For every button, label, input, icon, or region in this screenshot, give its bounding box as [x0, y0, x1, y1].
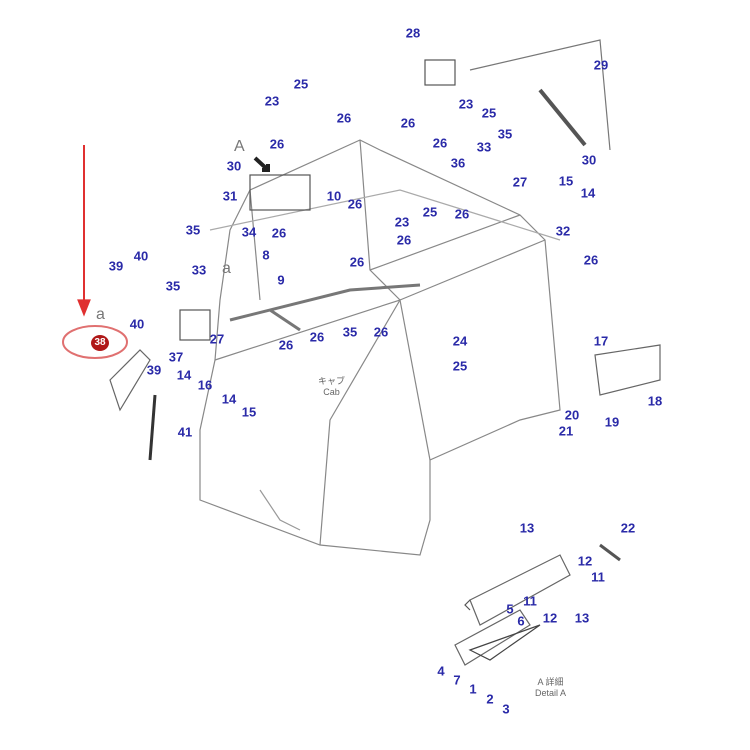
callout-25: 25 [481, 105, 497, 121]
callout-15: 15 [558, 173, 574, 189]
callout-40: 40 [129, 316, 145, 332]
callout-6: 6 [517, 613, 525, 629]
callout-40: 40 [133, 248, 149, 264]
callout-29: 29 [593, 57, 609, 73]
highlighted-part-38[interactable]: 38 [91, 335, 109, 351]
callout-27: 27 [512, 174, 528, 190]
callout-14: 14 [176, 367, 192, 383]
callout-13: 13 [519, 520, 535, 536]
callout-26: 26 [396, 232, 412, 248]
callout-22: 22 [620, 520, 636, 536]
callout-8: 8 [262, 247, 270, 263]
callout-14: 14 [580, 185, 596, 201]
callout-26: 26 [309, 329, 325, 345]
callout-21: 21 [558, 423, 574, 439]
callout-33: 33 [191, 262, 207, 278]
callout-23: 23 [264, 93, 280, 109]
callout-12: 12 [542, 610, 558, 626]
callout-26: 26 [400, 115, 416, 131]
callout-26: 26 [336, 110, 352, 126]
callout-26: 26 [454, 206, 470, 222]
callout-31: 31 [222, 188, 238, 204]
callout-13: 13 [574, 610, 590, 626]
callout-2: 2 [486, 691, 494, 707]
callout-11: 11 [591, 569, 605, 585]
callout-32: 32 [555, 223, 571, 239]
callout-19: 19 [604, 414, 620, 430]
callout-26: 26 [278, 337, 294, 353]
callout-5: 5 [506, 601, 514, 617]
callout-3: 3 [502, 701, 510, 717]
callout-11: 11 [523, 593, 537, 609]
callout-37: 37 [168, 349, 184, 365]
callout-26: 26 [373, 324, 389, 340]
callout-28: 28 [405, 25, 421, 41]
callout-26: 26 [269, 136, 285, 152]
cab-label-en: Cab [323, 387, 340, 397]
callout-26: 26 [583, 252, 599, 268]
callout-35: 35 [165, 278, 181, 294]
callout-23: 23 [458, 96, 474, 112]
callout-26: 26 [349, 254, 365, 270]
ref-mark: a [96, 306, 105, 323]
callout-23: 23 [394, 214, 410, 230]
callout-24: 24 [452, 333, 468, 349]
ref-mark: a [222, 260, 231, 277]
callout-9: 9 [277, 272, 285, 288]
callout-26: 26 [271, 225, 287, 241]
callout-36: 36 [450, 155, 466, 171]
callout-39: 39 [146, 362, 162, 378]
callout-17: 17 [593, 333, 609, 349]
callout-25: 25 [422, 204, 438, 220]
callout-27: 27 [209, 331, 225, 347]
callout-26: 26 [347, 196, 363, 212]
cab-label-jp: キャブ [318, 376, 346, 386]
callout-18: 18 [647, 393, 663, 409]
callout-4: 4 [437, 663, 445, 679]
callout-35: 35 [342, 324, 358, 340]
callout-25: 25 [452, 358, 468, 374]
callout-30: 30 [581, 152, 597, 168]
callout-14: 14 [221, 391, 237, 407]
callout-39: 39 [108, 258, 124, 274]
callout-16: 16 [197, 377, 213, 393]
callout-41: 41 [177, 424, 193, 440]
callout-35: 35 [497, 126, 513, 142]
callout-15: 15 [241, 404, 257, 420]
detail-label-en: Detail A [535, 688, 567, 698]
callout-20: 20 [564, 407, 580, 423]
view-marker: A [234, 138, 245, 155]
callout-35: 35 [185, 222, 201, 238]
callout-12: 12 [577, 553, 593, 569]
callout-7: 7 [453, 672, 461, 688]
callout-10: 10 [326, 188, 342, 204]
callout-26: 26 [432, 135, 448, 151]
callout-34: 34 [241, 224, 257, 240]
callout-1: 1 [469, 681, 477, 697]
callout-30: 30 [226, 158, 242, 174]
callout-25: 25 [293, 76, 309, 92]
callout-33: 33 [476, 139, 492, 155]
detail-label-jp: A 詳細 [537, 677, 564, 687]
